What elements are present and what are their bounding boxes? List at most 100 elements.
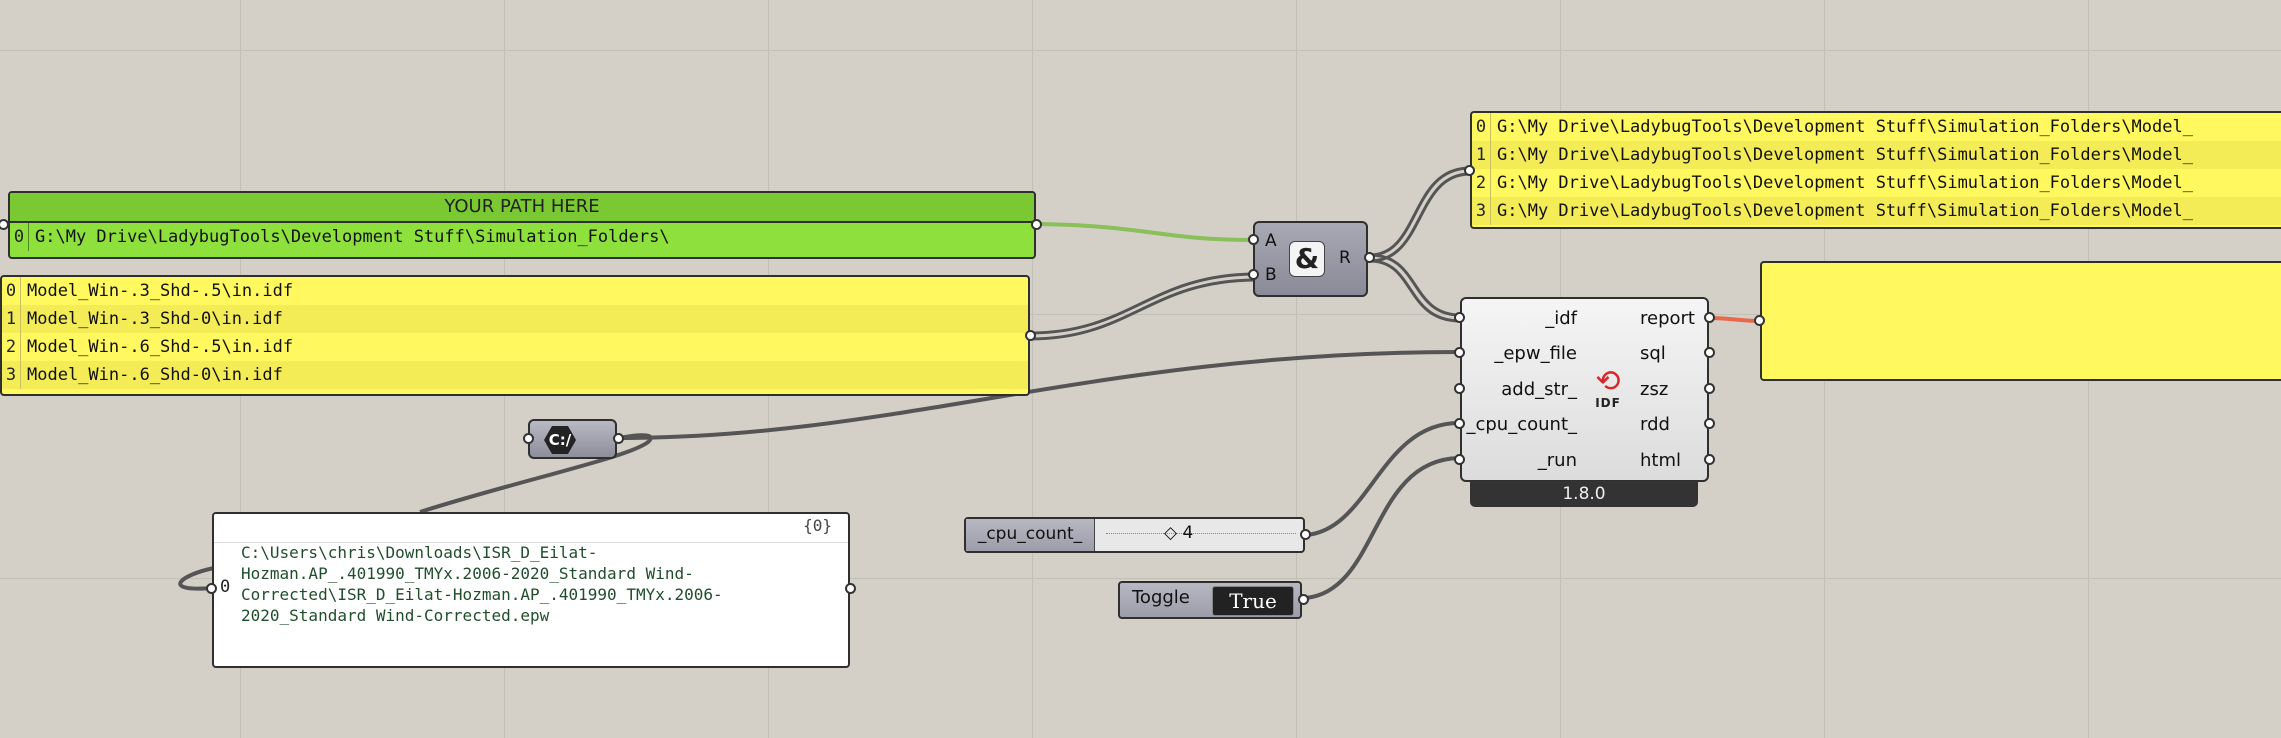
wire-epw-loop [178, 566, 215, 591]
list-item: 1 Model_Win-.3_Shd-0\in.idf [2, 305, 1028, 333]
toggle-output-grip[interactable] [1298, 594, 1309, 605]
input-idf-label: _idf [1545, 308, 1577, 329]
wire-models-to-b-1 [1029, 272, 1255, 335]
models-panel-output-grip[interactable] [1025, 330, 1036, 341]
models-panel[interactable]: 0 Model_Win-.3_Shd-.5\in.idf 1 Model_Win… [0, 275, 1030, 396]
wire-r-to-idf-2 [1369, 259, 1460, 323]
wire-r-to-idf-1 [1369, 253, 1460, 317]
slider-knob[interactable]: ◇ 4 [1164, 523, 1194, 543]
epw-panel-input-grip[interactable] [206, 583, 217, 594]
output-r-label: R [1339, 248, 1351, 268]
list-item-value: G:\My Drive\LadybugTools\Development Stu… [1497, 201, 2193, 221]
slider-value: 4 [1182, 523, 1194, 543]
wire-toggle-to-run [1305, 456, 1460, 600]
epw-panel-index: 0 [220, 577, 231, 597]
wire-slider-to-cpu [1305, 421, 1460, 537]
ampersand-icon: & [1289, 241, 1325, 277]
list-item: 2 Model_Win-.6_Shd-.5\in.idf [2, 333, 1028, 361]
wire-models-to-b-2 [1029, 278, 1255, 341]
list-item-index: 3 [1472, 197, 1491, 225]
list-item-value: G:\My Drive\LadybugTools\Development Stu… [1497, 173, 2193, 193]
epw-panel-output-grip[interactable] [845, 583, 856, 594]
output-report-grip[interactable] [1704, 312, 1715, 323]
input-a-grip[interactable] [1248, 234, 1259, 245]
output-panel[interactable]: 0 G:\My Drive\LadybugTools\Development S… [1470, 111, 2281, 229]
concatenate-component[interactable]: A B & R [1253, 221, 1368, 297]
file-path-output-grip[interactable] [613, 433, 624, 444]
input-run-label: _run [1537, 450, 1577, 471]
path-panel-output-grip[interactable] [1031, 219, 1042, 230]
output-html-label: html [1640, 450, 1682, 471]
input-epw-file-label: _epw_file [1494, 343, 1577, 364]
list-item-index: 2 [2, 333, 21, 361]
output-zsz-label: zsz [1640, 379, 1669, 400]
list-item-index: 0 [2, 277, 21, 305]
report-panel-input-grip[interactable] [1754, 315, 1765, 326]
list-item-value: Model_Win-.3_Shd-0\in.idf [27, 309, 283, 329]
output-sql-grip[interactable] [1704, 347, 1715, 358]
output-rdd-label: rdd [1640, 414, 1670, 435]
path-panel-input-grip[interactable] [0, 219, 9, 230]
list-item: 0 G:\My Drive\LadybugTools\Development S… [1472, 113, 2281, 141]
wire-r-to-output-1 [1369, 166, 1471, 257]
output-rdd-grip[interactable] [1704, 418, 1715, 429]
input-a-label: A [1265, 231, 1277, 251]
epw-path-panel[interactable]: {0} 0 C:\Users\chris\Downloads\ISR_D_Eil… [212, 512, 850, 668]
list-item-index: 1 [2, 305, 21, 333]
slider-label: _cpu_count_ [966, 519, 1095, 551]
list-item-index: 3 [2, 361, 21, 389]
slider-output-grip[interactable] [1300, 529, 1311, 540]
wire-epw-panel-to-path [419, 433, 653, 514]
file-path-component[interactable]: C:/ [528, 419, 617, 459]
input-idf-grip[interactable] [1454, 312, 1465, 323]
wire-r-to-output-2 [1369, 172, 1471, 263]
input-add-str-grip[interactable] [1454, 383, 1465, 394]
wire-green-to-a [1039, 222, 1255, 242]
run-idf-component[interactable]: _idf _epw_file add_str_ _cpu_count_ _run… [1460, 297, 1709, 482]
list-item: 1 G:\My Drive\LadybugTools\Development S… [1472, 141, 2281, 169]
output-panel-input-grip[interactable] [1464, 165, 1475, 176]
list-item-value: G:\My Drive\LadybugTools\Development Stu… [1497, 117, 2193, 137]
run-toggle[interactable]: Toggle True [1118, 581, 1302, 619]
list-item: 3 Model_Win-.6_Shd-0\in.idf [2, 361, 1028, 389]
list-item-index: 1 [1472, 141, 1491, 169]
list-item-index: 2 [1472, 169, 1491, 197]
version-tab: 1.8.0 [1470, 481, 1698, 507]
report-panel[interactable] [1760, 261, 2281, 381]
output-r-grip[interactable] [1364, 252, 1375, 263]
epw-panel-text: C:\Users\chris\Downloads\ISR_D_Eilat-Hoz… [241, 543, 723, 625]
output-report-label: report [1640, 308, 1695, 329]
input-b-label: B [1265, 265, 1277, 285]
input-epw-file-grip[interactable] [1454, 347, 1465, 358]
list-item-value: Model_Win-.6_Shd-.5\in.idf [27, 337, 294, 357]
wire-report-error [1709, 316, 1761, 323]
file-path-icon: C:/ [544, 426, 576, 454]
list-item-value: G:\My Drive\LadybugTools\Development Stu… [1497, 145, 2193, 165]
input-add-str-label: add_str_ [1501, 379, 1577, 400]
toggle-button[interactable]: True [1212, 586, 1294, 616]
cpu-count-slider[interactable]: _cpu_count_ ◇ 4 [964, 517, 1305, 553]
input-cpu-count-grip[interactable] [1454, 418, 1465, 429]
output-html-grip[interactable] [1704, 454, 1715, 465]
output-zsz-grip[interactable] [1704, 383, 1715, 394]
file-path-input-grip[interactable] [523, 433, 534, 444]
path-panel-index: 0 [10, 223, 29, 251]
input-run-grip[interactable] [1454, 454, 1465, 465]
input-b-grip[interactable] [1248, 269, 1259, 280]
toggle-label: Toggle [1132, 587, 1190, 608]
output-sql-label: sql [1640, 343, 1666, 364]
run-idf-icon: ⟲ IDF [1586, 367, 1630, 411]
list-item: 0 Model_Win-.3_Shd-.5\in.idf [2, 277, 1028, 305]
list-item: 2 G:\My Drive\LadybugTools\Development S… [1472, 169, 2281, 197]
path-panel[interactable]: YOUR PATH HERE 0 G:\My Drive\LadybugTool… [8, 191, 1036, 259]
epw-panel-count: {0} [803, 516, 832, 535]
path-panel-value: G:\My Drive\LadybugTools\Development Stu… [35, 227, 670, 247]
slider-track[interactable] [1106, 533, 1296, 536]
run-idf-icon-label: IDF [1595, 396, 1621, 410]
list-item-value: Model_Win-.6_Shd-0\in.idf [27, 365, 283, 385]
input-cpu-count-label: _cpu_count_ [1466, 414, 1577, 435]
list-item-index: 0 [1472, 113, 1491, 141]
list-item: 3 G:\My Drive\LadybugTools\Development S… [1472, 197, 2281, 225]
list-item-value: Model_Win-.3_Shd-.5\in.idf [27, 281, 294, 301]
